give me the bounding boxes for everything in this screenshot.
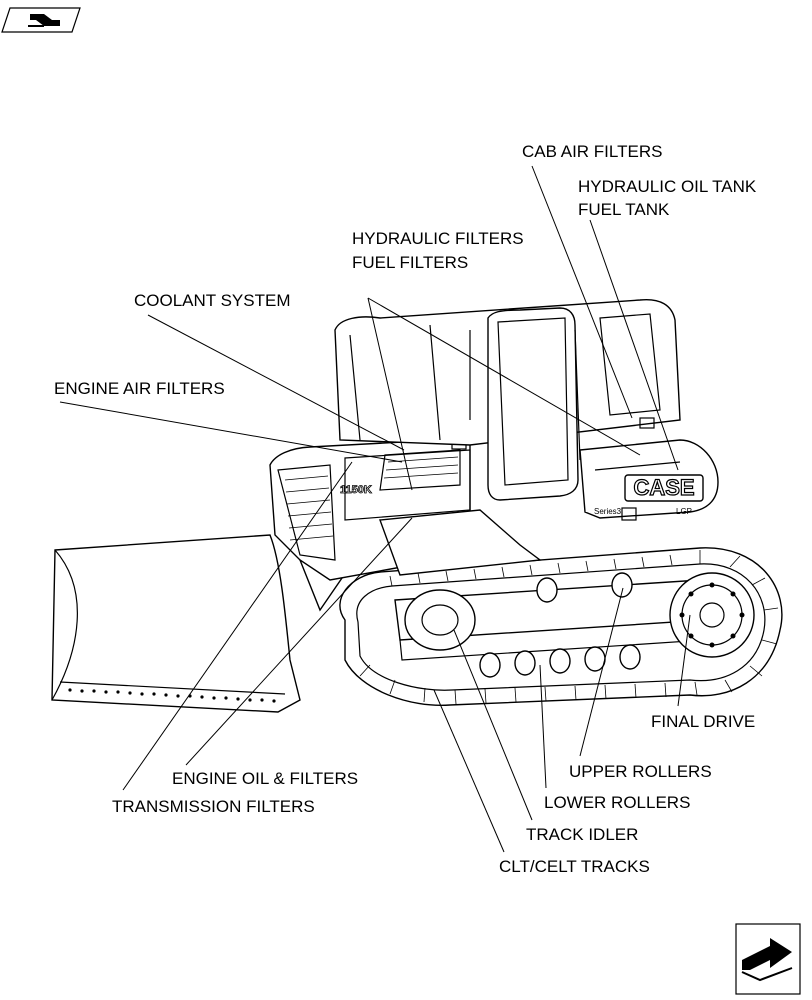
leader-lines [59,165,691,853]
dozer-drawing: CASE Series3 LGP 1150K [51,298,783,713]
label-fuel-filters: FUEL FILTERS [352,253,468,272]
label-upper-rollers: UPPER ROLLERS [569,762,712,781]
label-hydraulic-filters: HYDRAULIC FILTERS [352,229,524,248]
label-clt-celt-tracks: CLT/CELT TRACKS [499,857,650,876]
cab [334,298,681,501]
model-badge: 1150K [340,484,372,496]
back-arrow-icon[interactable] [1,7,81,33]
upper-rollers [536,572,633,603]
engine-side-vent [379,449,461,491]
label-fuel-tank: FUEL TANK [578,200,670,219]
track-idler [404,589,476,651]
svg-text:CASE: CASE [633,475,694,500]
label-transmission-filters: TRANSMISSION FILTERS [112,797,315,816]
label-coolant-system: COOLANT SYSTEM [134,291,291,310]
final-drive [669,572,755,658]
label-engine-air-filters: ENGINE AIR FILTERS [54,379,225,398]
label-cab-air-filters: CAB AIR FILTERS [522,142,662,161]
label-track-idler: TRACK IDLER [526,825,638,844]
blade [51,534,301,713]
lower-rollers [479,644,641,678]
label-engine-oil-filters: ENGINE OIL & FILTERS [172,769,358,788]
label-hydraulic-oil-tank: HYDRAULIC OIL TANK [578,177,757,196]
forward-arrow-icon[interactable] [735,923,801,995]
label-lower-rollers: LOWER ROLLERS [544,793,690,812]
series-badge: Series3 [594,507,622,516]
cab-door [487,307,579,501]
variant-badge: LGP [676,507,692,516]
label-final-drive: FINAL DRIVE [651,712,755,731]
case-logo: CASE [624,474,704,502]
